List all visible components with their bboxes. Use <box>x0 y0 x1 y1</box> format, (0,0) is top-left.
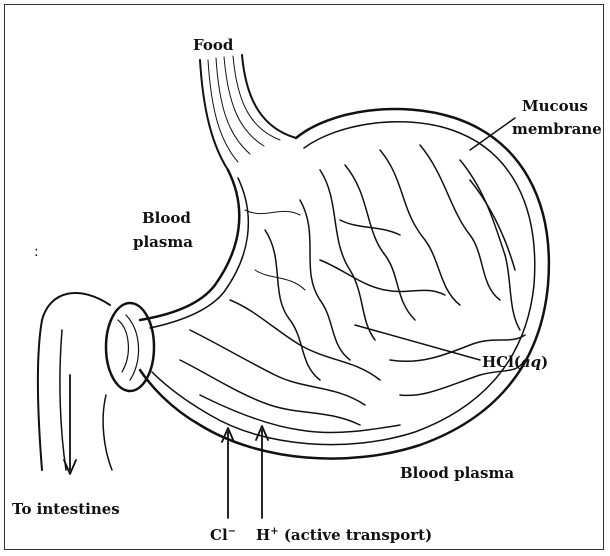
mucosal-folds <box>180 145 525 433</box>
food-label: Food <box>193 36 233 54</box>
blood-plasma-left-label-line1: Blood <box>142 209 191 227</box>
pylorus <box>106 303 154 391</box>
hcl-state-aq: aq <box>521 353 541 371</box>
chloride-ion-label: Cl− <box>210 526 236 544</box>
mucous-membrane-label-line1: Mucous <box>522 97 588 115</box>
hcl-formula-suffix: ) <box>541 353 548 371</box>
hcl-label: HCl(aq) <box>482 353 548 371</box>
hydrogen-arrow <box>256 426 268 518</box>
chloride-charge: − <box>228 526 236 537</box>
hcl-leader-line <box>355 325 480 360</box>
esophagus <box>200 55 296 170</box>
hydrogen-ion-label: H+ (active transport) <box>256 526 432 544</box>
intestine-arrow <box>64 375 76 474</box>
blood-plasma-right-label: Blood plasma <box>400 464 514 482</box>
hcl-formula-prefix: HCl( <box>482 353 521 371</box>
to-intestines-label: To intestines <box>12 500 120 518</box>
hydrogen-symbol: H <box>256 526 270 544</box>
mucous-membrane-leader-line <box>470 118 515 150</box>
blood-plasma-left-label-line2: plasma <box>133 233 193 251</box>
hydrogen-charge: + <box>270 526 278 537</box>
chloride-symbol: Cl <box>210 526 228 544</box>
duodenum <box>38 293 112 470</box>
stray-mark: : <box>34 244 39 260</box>
active-transport-label: (active transport) <box>284 526 432 544</box>
mucous-membrane-label-line2: membrane <box>512 120 602 138</box>
